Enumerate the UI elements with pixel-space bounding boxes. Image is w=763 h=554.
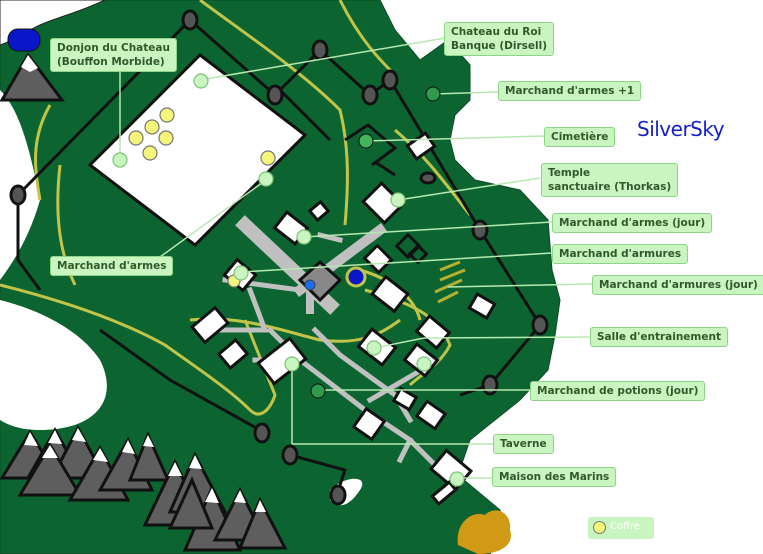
legend-label: Coffre xyxy=(610,521,641,532)
label-temple-line2: sanctuaire (Thorkas) xyxy=(548,181,672,193)
label-salle-entrainement[interactable]: Salle d'entrainement xyxy=(590,327,728,347)
snow-caps xyxy=(21,55,266,512)
marker-potions[interactable] xyxy=(310,383,326,399)
marker-maison-marins[interactable] xyxy=(449,471,465,487)
location-markers[interactable] xyxy=(112,73,465,487)
chest-marker[interactable] xyxy=(144,119,160,135)
marker-temple[interactable] xyxy=(390,192,406,208)
chest-marker[interactable] xyxy=(260,150,276,166)
marker-marchand-armes-plus[interactable] xyxy=(425,86,441,102)
label-donjon-line1: Donjon du Chateau xyxy=(57,42,170,54)
marker-donjon[interactable] xyxy=(112,152,128,168)
chest-marker[interactable] xyxy=(158,130,174,146)
label-connectors xyxy=(119,37,593,479)
label-maison-marins[interactable]: Maison des Marins xyxy=(492,467,617,487)
chest-marker[interactable] xyxy=(159,107,175,123)
marker-marchand-armes[interactable] xyxy=(258,171,274,187)
chests[interactable] xyxy=(128,107,276,288)
mountains xyxy=(0,52,288,552)
wall-towers xyxy=(9,9,549,506)
label-donjon-line2: (Bouffon Morbide) xyxy=(57,56,165,68)
marker-marchand-armes-jour[interactable] xyxy=(296,229,312,245)
marker-salle-entrainement[interactable] xyxy=(366,340,382,356)
label-cimetiere[interactable]: Cimetière xyxy=(544,127,616,147)
marker-chateau-roi[interactable] xyxy=(193,73,209,89)
chest-legend-icon xyxy=(593,521,606,534)
label-chateau-roi-line1: Chateau du Roi xyxy=(451,26,542,38)
marker-marchand-armures[interactable] xyxy=(233,265,249,281)
label-marchand-armures[interactable]: Marchand d'armures xyxy=(552,244,689,264)
legend: Coffre xyxy=(588,517,654,539)
marker-salle-entrainement-2[interactable] xyxy=(416,356,432,372)
sand-beach xyxy=(457,510,511,554)
label-marchand-armures-jour[interactable]: Marchand d'armures (jour) xyxy=(592,275,763,295)
label-temple-line1: Temple xyxy=(548,167,591,179)
crop-field xyxy=(434,260,466,304)
plaza-fountain[interactable] xyxy=(304,279,316,291)
label-donjon[interactable]: Donjon du Chateau (Bouffon Morbide) xyxy=(50,38,177,72)
label-marchand-armes-jour[interactable]: Marchand d'armes (jour) xyxy=(552,213,713,233)
marker-taverne[interactable] xyxy=(284,356,300,372)
label-chateau-roi-line2: Banque (Dirsell) xyxy=(451,40,547,52)
label-marchand-potions[interactable]: Marchand de potions (jour) xyxy=(530,381,706,401)
castle-keep[interactable] xyxy=(87,53,308,247)
town-fountain[interactable] xyxy=(345,266,367,288)
brand-title: SilverSky xyxy=(637,117,725,141)
chest-marker[interactable] xyxy=(128,130,144,146)
chest-marker[interactable] xyxy=(142,145,158,161)
marker-cimetiere[interactable] xyxy=(358,133,374,149)
label-marchand-armes-plus[interactable]: Marchand d'armes +1 xyxy=(498,81,642,101)
label-marchand-armes[interactable]: Marchand d'armes xyxy=(50,256,174,276)
label-chateau-roi[interactable]: Chateau du Roi Banque (Dirsell) xyxy=(444,22,554,56)
white-patch xyxy=(0,300,107,430)
label-taverne[interactable]: Taverne xyxy=(493,434,554,454)
water-pond xyxy=(7,28,41,52)
cemetery[interactable] xyxy=(344,123,429,265)
label-temple[interactable]: Temple sanctuaire (Thorkas) xyxy=(541,163,679,197)
